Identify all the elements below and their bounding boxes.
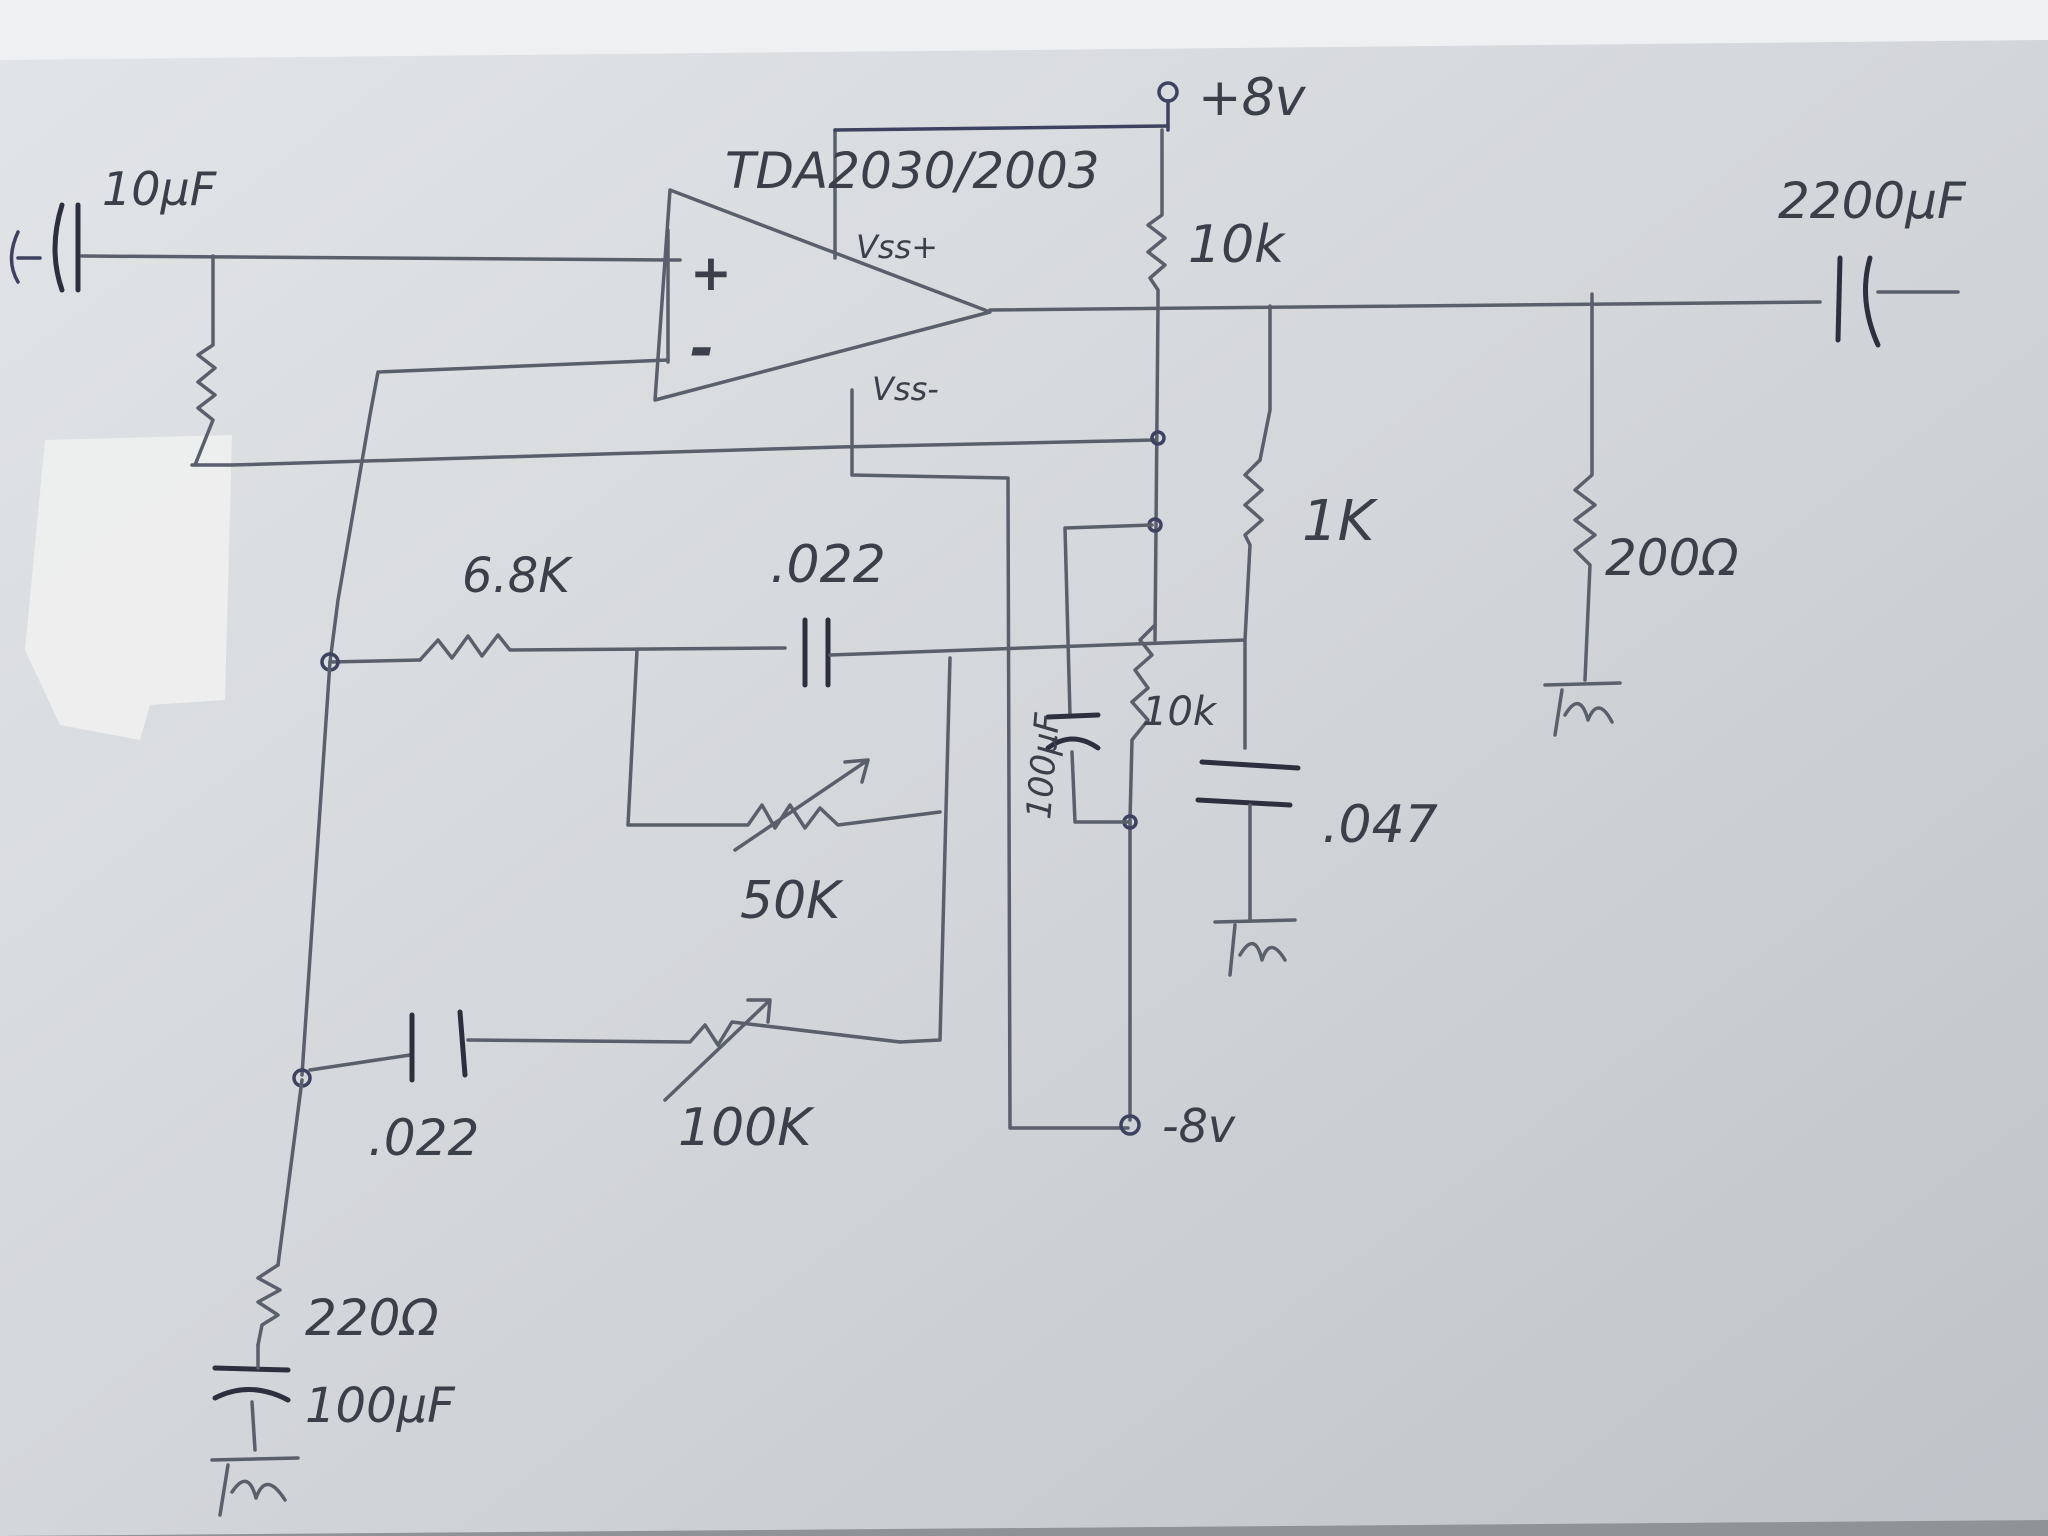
input-cap-label: 10µF [102, 162, 217, 216]
c022-top-right-wire [828, 638, 1247, 657]
pot100k-wire [466, 1020, 902, 1047]
output-wire [988, 300, 1822, 312]
top-rail-wire [833, 124, 1170, 132]
output-cap-plate-a [1835, 255, 1843, 343]
ground-load [1543, 681, 1622, 737]
input-wire [80, 254, 670, 262]
feedback-row-wire [328, 658, 422, 664]
node-a [1150, 430, 1166, 446]
vss-minus-wire [850, 388, 1130, 1130]
minus-input-wire [328, 358, 670, 664]
vss-plus-label: Vss+ [856, 228, 938, 266]
c047-label: .047 [1322, 795, 1438, 855]
input-cap-plate-a [52, 202, 65, 293]
ground-bottom [210, 1456, 300, 1517]
r68k-resistor [418, 633, 787, 662]
mid-cap-label: 100µF [1019, 711, 1068, 821]
supply-top-resistor [1146, 128, 1167, 642]
load-resistor-label: 200Ω [1605, 529, 1739, 587]
c047-plate-a [1199, 759, 1301, 771]
bottom-vertical-wire [276, 1078, 304, 1267]
c022-top-label: .022 [770, 535, 886, 595]
pot50k-label: 50K [740, 871, 844, 931]
input-jack[interactable] [9, 230, 42, 284]
supply-top-resistor-label: 10k [1188, 215, 1286, 275]
c047-plate-b [1195, 797, 1293, 808]
c022-bottom-plate-b [457, 1009, 468, 1078]
load-resistor [1573, 292, 1597, 682]
opamp-minus-label: - [690, 314, 714, 382]
feedback-left-vertical [300, 660, 332, 1077]
r1k-label: 1K [1302, 489, 1379, 554]
opamp-plus-label: + [690, 244, 732, 302]
tape-patch [25, 435, 232, 740]
supply-bottom-resistor [1128, 623, 1157, 1122]
vss-minus-label: Vss- [872, 370, 939, 408]
bias-rail-wire [230, 438, 1158, 467]
ground-c047 [1213, 918, 1297, 977]
pot100k-label: 100K [678, 1098, 815, 1158]
r68k-label: 6.8K [462, 548, 573, 604]
c100u-lead [250, 1343, 260, 1452]
c022-bottom-label: .022 [368, 1109, 479, 1167]
c100u-bottom-plate-b [212, 1387, 291, 1403]
mid-cap-top-wire [1063, 523, 1154, 717]
pot50k-arrow [733, 758, 870, 852]
output-cap-label: 2200µF [1778, 172, 1967, 230]
c100u-bottom-label: 100µF [305, 1378, 456, 1434]
opamp-triangle [653, 188, 992, 402]
mid-cap-bottom-wire [1070, 750, 1132, 824]
pot-right-wire [898, 656, 952, 1044]
paper-top-edge [0, 0, 2048, 60]
mid-cap-plate-a [1045, 712, 1101, 720]
r1k-wire [1258, 304, 1272, 462]
r1k-resistor [1243, 458, 1264, 750]
mid-cap-plate-b [1045, 736, 1101, 751]
output-cap-plate-b [1863, 255, 1881, 348]
r220-label: 220Ω [305, 1289, 439, 1347]
bias-resistor [193, 254, 217, 467]
plus-rail-label: +8v [1198, 68, 1307, 128]
chip-title: TDA2030/2003 [725, 142, 1100, 200]
minus-rail-label: -8v [1162, 1099, 1236, 1153]
supply-bottom-resistor-label: 10k [1142, 689, 1218, 735]
c022-bottom-left-wire [308, 1053, 412, 1072]
minus-8v-terminal[interactable] [1119, 1114, 1141, 1136]
r220-resistor [256, 1263, 282, 1347]
c100u-bottom-plate-a [212, 1365, 291, 1373]
pot100k-arrow [663, 998, 772, 1102]
